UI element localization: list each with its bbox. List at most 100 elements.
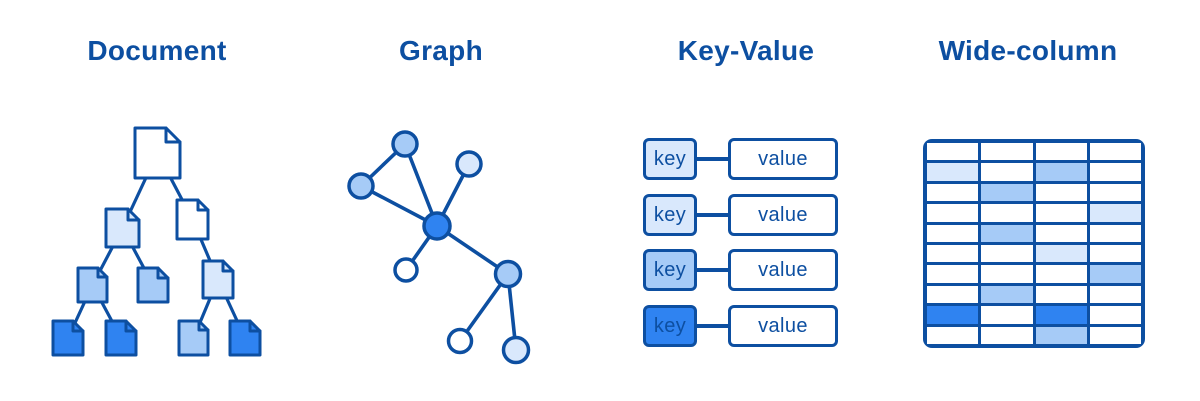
table-cell [1035,204,1087,222]
value-box: value [728,305,838,347]
document-fold-corner [221,259,235,273]
table-cell [981,285,1033,304]
key-label: key [653,314,687,337]
value-label: value [758,147,808,170]
table-cell [927,143,979,161]
table-cell [927,285,979,304]
key-value-pair: key value [600,138,900,180]
document-fold-corner [156,266,170,280]
document-fold-corner [164,126,182,144]
table-cell [981,244,1033,263]
table-cell [981,224,1033,242]
table-cell [981,326,1033,344]
table-cell [1035,244,1087,263]
table-cell [1089,204,1141,222]
value-box: value [728,249,838,291]
document-fold-corner [248,319,262,333]
value-label: value [758,314,808,337]
panel-title-wide-column: Wide-column [938,35,1118,66]
table-cell [981,163,1033,181]
panel-title-document: Document [87,35,227,66]
document-fold-corner [197,319,210,332]
table-cell [1035,326,1087,344]
table-cell [1035,143,1087,161]
table-cell [927,265,979,283]
document-icon [104,207,141,249]
key-value-pair: key value [600,305,900,347]
connector-line [694,268,731,272]
table-cell [927,183,979,202]
document-icon [76,266,109,304]
document-icon [51,319,85,357]
table-cell [1089,244,1141,263]
table-cell [1089,285,1141,304]
key-value-pair: key value [600,249,900,291]
document-fold-corner [71,319,85,333]
table-cell [927,204,979,222]
table-cell [1035,163,1087,181]
wide-column-table [923,139,1145,348]
table-cell [927,224,979,242]
table-cell [981,306,1033,324]
table-cell [1089,265,1141,283]
table-cell [981,204,1033,222]
graph-node [391,130,419,158]
table-cell [927,244,979,263]
table-cell [981,265,1033,283]
document-tree-figure [51,126,262,357]
graph-node [493,259,523,289]
graph-hub-node [422,211,452,241]
document-icon [228,319,262,357]
panel-wide-column: Wide-column [900,0,1200,401]
value-label: value [758,258,808,281]
document-icon [136,266,170,304]
key-box: key [643,305,697,347]
key-box: key [643,138,697,180]
key-label: key [653,147,687,170]
document-fold-corner [126,207,141,222]
table-cell [1035,265,1087,283]
document-icon [201,259,235,300]
document-icon [177,319,210,357]
graph-node [501,335,531,365]
graph-node [347,172,375,200]
table-cell [1035,183,1087,202]
value-box: value [728,194,838,236]
panel-graph: Graph [300,0,600,401]
key-box: key [643,249,697,291]
panel-document: Document [0,0,300,401]
table-cell [1089,224,1141,242]
connector-line [694,157,731,161]
graph-node [393,257,419,283]
value-label: value [758,203,808,226]
table-cell [1035,285,1087,304]
table-cell [981,143,1033,161]
graph-network-figure [347,130,531,365]
table-cell [1089,183,1141,202]
graph-node [446,327,474,355]
key-value-pair: key value [600,194,900,236]
panel-title-key-value: Key-Value [677,35,815,66]
document-fold-corner [196,198,210,212]
document-fold-corner [124,319,138,333]
panel-title-graph: Graph [399,35,483,66]
table-cell [1089,326,1141,344]
table-cell [1089,143,1141,161]
key-label: key [653,203,687,226]
table-cell [927,163,979,181]
table-cell [1089,163,1141,181]
document-fold-corner [96,266,109,279]
panel-key-value: Key-Value key value key value key value key val… [600,0,900,401]
table-cell [927,306,979,324]
key-box: key [643,194,697,236]
table-cell [927,326,979,344]
table-cell [1035,306,1087,324]
table-cell [1035,224,1087,242]
connector-line [694,213,731,217]
table-cell [981,183,1033,202]
document-icon [175,198,210,241]
graph-node [455,150,483,178]
table-cell [1089,306,1141,324]
key-label: key [653,258,687,281]
